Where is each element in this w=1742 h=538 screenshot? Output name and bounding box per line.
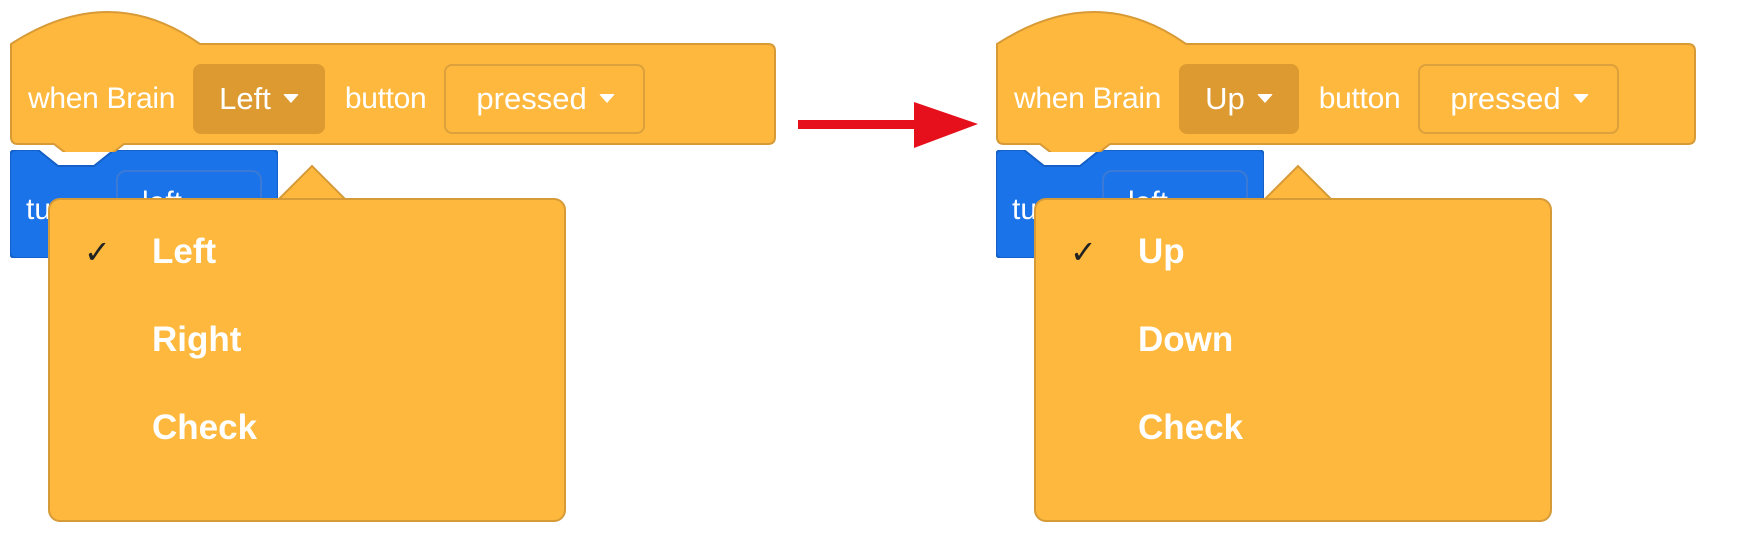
menu-item-check[interactable]: Check <box>1036 398 1550 458</box>
menu-item-check[interactable]: Check <box>50 398 564 458</box>
menu-item-label: Up <box>1138 232 1185 271</box>
checkmark-icon: ✓ <box>84 233 111 271</box>
button-options-menu: ✓ Up Down Check <box>1034 198 1552 522</box>
menu-item-up[interactable]: ✓ Up <box>1036 222 1550 282</box>
menu-item-label: Left <box>152 232 217 271</box>
when-brain-button-hat-block[interactable]: when Brain Left button pressed <box>10 0 776 152</box>
button-select-dropdown[interactable]: Up <box>1179 63 1299 134</box>
action-select-value: pressed <box>476 80 587 116</box>
turn-block-label: tu <box>1012 193 1038 226</box>
button-select-value: Left <box>219 80 271 116</box>
action-select-dropdown[interactable]: pressed <box>444 63 645 134</box>
caret-down-icon <box>598 94 615 103</box>
button-select-dropdown[interactable]: Left <box>193 63 325 134</box>
when-brain-label: when Brain <box>28 81 176 115</box>
menu-item-label: Right <box>152 320 242 359</box>
menu-item-down[interactable]: Down <box>1036 310 1550 370</box>
action-select-value: pressed <box>1450 80 1561 116</box>
caret-down-icon <box>1572 94 1589 103</box>
menu-item-label: Down <box>1138 320 1234 359</box>
action-select-dropdown[interactable]: pressed <box>1418 63 1619 134</box>
when-brain-label: when Brain <box>1014 81 1162 115</box>
turn-block-label: tu <box>26 193 52 226</box>
checkmark-icon: ✓ <box>1070 233 1097 271</box>
menu-item-left[interactable]: ✓ Left <box>50 222 564 282</box>
caret-down-icon <box>282 94 299 103</box>
after-panel: left tu when Brain Up button pressed ✓ U… <box>986 0 1742 538</box>
menu-item-label: Check <box>1138 408 1244 447</box>
transition-arrow-icon <box>798 102 978 148</box>
before-panel: left tu when Brain Left button pressed ✓… <box>0 0 780 538</box>
button-label: button <box>344 81 427 115</box>
menu-item-right[interactable]: Right <box>50 310 564 370</box>
button-label: button <box>1318 81 1401 115</box>
caret-down-icon <box>1256 94 1273 103</box>
button-select-value: Up <box>1205 80 1245 116</box>
menu-item-label: Check <box>152 408 258 447</box>
button-options-menu: ✓ Left Right Check <box>48 198 566 522</box>
when-brain-button-hat-block[interactable]: when Brain Up button pressed <box>996 0 1742 152</box>
